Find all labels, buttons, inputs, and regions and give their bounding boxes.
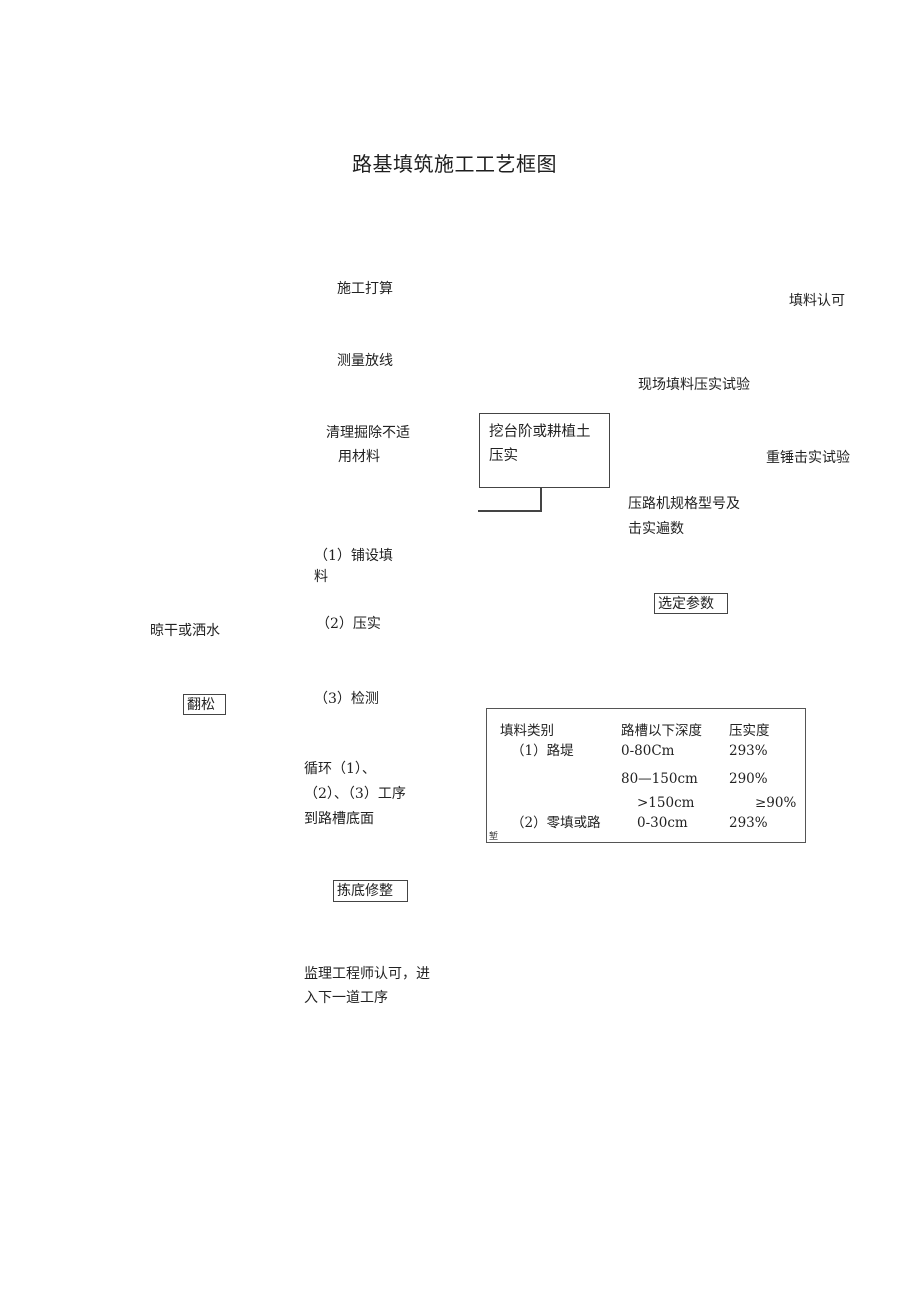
table-row3-depth: >150cm xyxy=(637,795,695,811)
table-row4-compaction: 293% xyxy=(729,815,768,831)
roller-spec-line1: 压路机规格型号及 xyxy=(628,496,740,512)
table-row1-compaction: 293% xyxy=(729,743,768,759)
step-trim-label: 拣底修整 xyxy=(337,883,393,899)
table-row3-compaction: ≥90% xyxy=(755,795,797,811)
table-row2-depth: 80—150cm xyxy=(621,771,698,787)
compaction-table: 填料类别 路槽以下深度 压实度 （1）路堤 0-80Cm 293% 80—150… xyxy=(486,708,806,843)
table-header-compaction: 压实度 xyxy=(729,723,770,739)
connector-vertical xyxy=(540,487,542,512)
select-params-box: 选定参数 xyxy=(654,593,728,614)
select-params-label: 选定参数 xyxy=(658,596,714,612)
table-row2-compaction: 290% xyxy=(729,771,768,787)
table-header-category: 填料类别 xyxy=(500,723,554,739)
table-header-depth: 路槽以下深度 xyxy=(621,723,702,739)
table-row4-category: （2）零填或路 xyxy=(511,815,601,831)
bench-cut-box: 挖台阶或耕植土 压实 xyxy=(479,413,610,488)
step-lay-fill-line1: （1）铺设填 xyxy=(314,548,393,564)
step-test: （3）检测 xyxy=(314,691,379,707)
step-construction-plan: 施工打算 xyxy=(337,281,393,297)
connector-horizontal xyxy=(478,510,542,512)
diagram-title: 路基填筑施工工艺框图 xyxy=(352,152,557,176)
loosen-box: 翻松 xyxy=(183,694,226,715)
step-compact: （2）压实 xyxy=(316,616,381,632)
table-row4-depth: 0-30cm xyxy=(637,815,688,831)
step-clear-unsuitable-line2: 用材料 xyxy=(338,449,380,465)
step-lay-fill-line2: 料 xyxy=(314,569,328,585)
bench-cut-label-line1: 挖台阶或耕植土 xyxy=(489,424,591,440)
step-survey-layout: 测量放线 xyxy=(337,353,393,369)
table-row1-depth: 0-80Cm xyxy=(621,743,675,759)
table-row1-category: （1）路堤 xyxy=(511,743,574,759)
step-loop-line3: 到路槽底面 xyxy=(304,811,374,827)
heavy-hammer-test-label: 重锤击实试验 xyxy=(766,450,850,466)
table-overflow-char: 堑 xyxy=(489,832,499,842)
fill-approval-label: 填料认可 xyxy=(789,293,845,309)
step-clear-unsuitable-line1: 清理掘除不适 xyxy=(326,425,410,441)
bench-cut-label-line2: 压实 xyxy=(489,448,518,464)
step-approval-line2: 入下一道工序 xyxy=(304,990,388,1006)
loosen-label: 翻松 xyxy=(187,697,215,713)
dry-or-water-label: 晾干或洒水 xyxy=(150,623,220,639)
step-trim-box: 拣底修整 xyxy=(333,880,408,902)
step-loop-line2: （2）、（3）工序 xyxy=(304,786,406,802)
field-compaction-test-label: 现场填料压实试验 xyxy=(638,377,750,393)
roller-spec-line2: 击实遍数 xyxy=(628,521,684,537)
step-loop-line1: 循环（1）、 xyxy=(304,761,376,777)
step-approval-line1: 监理工程师认可，进 xyxy=(304,966,430,982)
